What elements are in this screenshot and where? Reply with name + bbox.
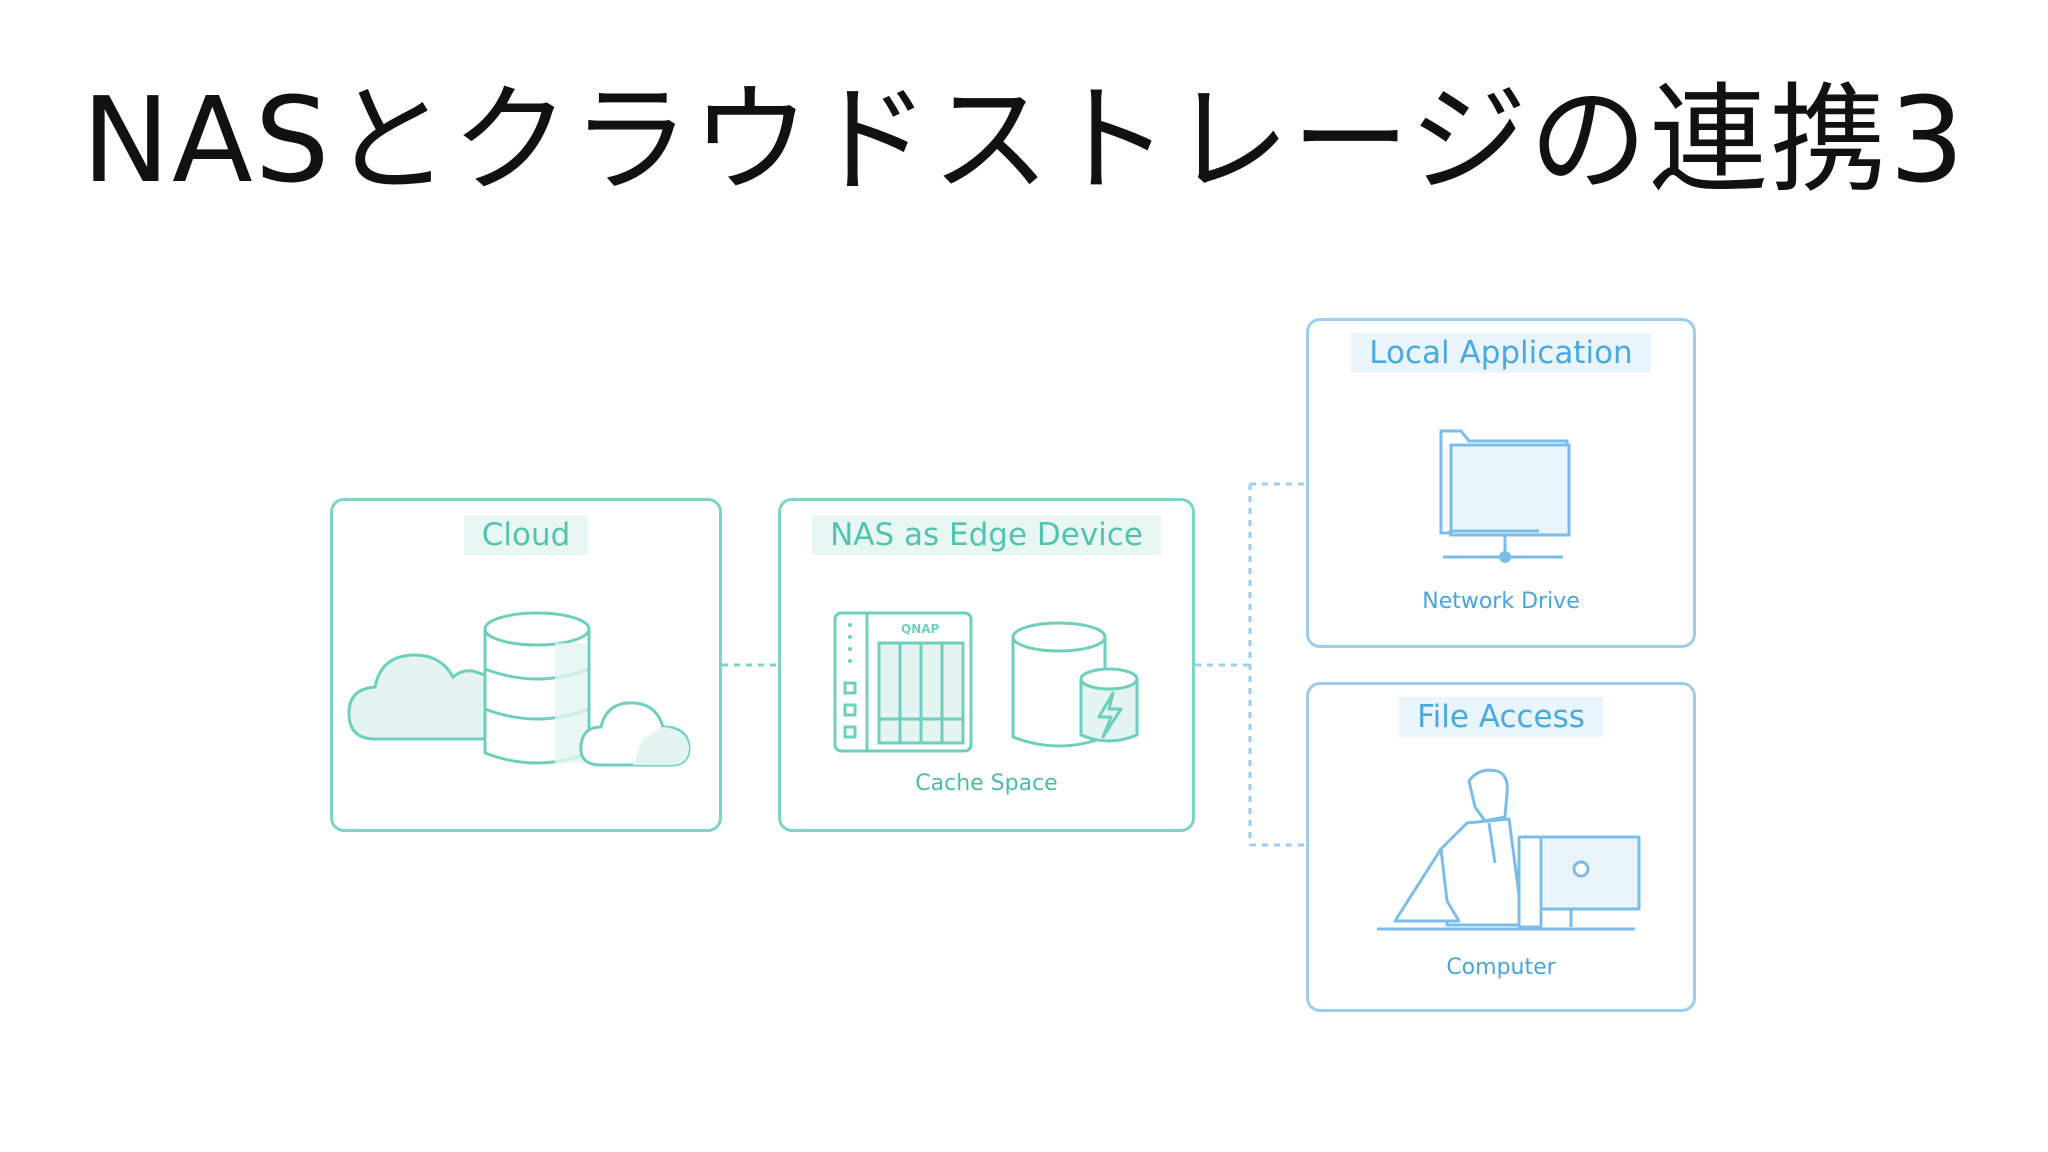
qnap-brand-label: QNAP <box>901 622 940 636</box>
file-access-box: File Access Computer <box>1306 682 1696 1012</box>
network-drive-folder-icon <box>1439 429 1571 563</box>
file-access-box-title: File Access <box>1399 697 1603 737</box>
slide-title: NASとクラウドストレージの連携3 <box>81 71 1967 209</box>
nas-box-caption: Cache Space <box>915 771 1058 796</box>
nas-device-icon: QNAP <box>833 611 1139 753</box>
local-app-box-caption: Network Drive <box>1422 589 1580 614</box>
nas-box-title: NAS as Edge Device <box>812 515 1161 555</box>
local-app-box-title: Local Application <box>1351 333 1651 373</box>
cloud-box: Cloud <box>330 498 722 832</box>
computer-user-icon <box>1377 768 1641 931</box>
flash-icon <box>1097 691 1123 739</box>
file-access-box-caption: Computer <box>1446 955 1556 980</box>
cloud-database-icon <box>347 611 691 767</box>
cloud-box-title: Cloud <box>463 515 589 555</box>
nas-edge-device-box: NAS as Edge Device QNAP <box>778 498 1195 832</box>
local-application-box: Local Application Network Drive <box>1306 318 1696 648</box>
